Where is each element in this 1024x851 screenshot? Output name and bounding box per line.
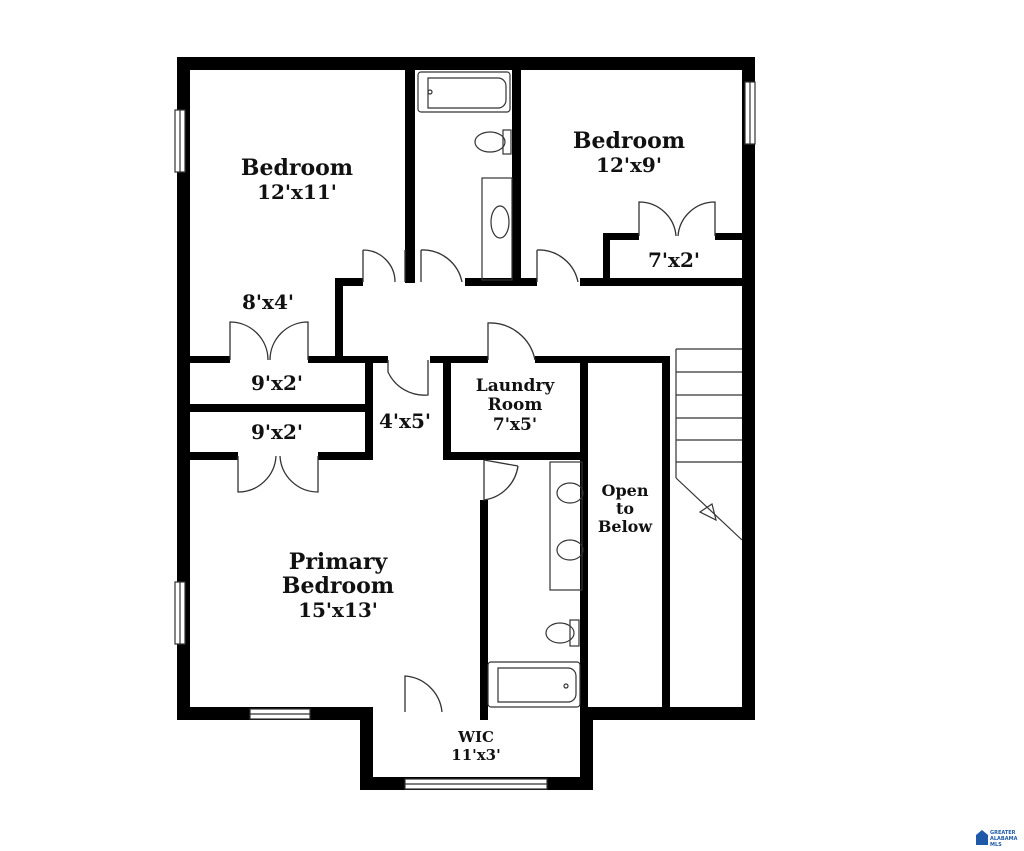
logo-line3: MLS	[990, 842, 1002, 848]
doors	[229, 201, 716, 713]
laundry-name-line1: Laundry	[476, 376, 556, 396]
wic-name: WIC	[457, 728, 494, 746]
primary-name-line2: Bedroom	[282, 573, 394, 599]
mls-logo: GREATER ALABAMA MLS	[976, 830, 1018, 848]
bath-fixtures	[417, 71, 584, 708]
hall-small-size: 4'x5'	[379, 409, 431, 433]
closet-mid-2-size: 9'x2'	[251, 420, 303, 444]
bedroom-right-name: Bedroom	[573, 128, 685, 154]
primary-name-line1: Primary	[289, 549, 389, 575]
room-labels: Bedroom 12'x11' Bedroom 12'x9' 7'x2' 8'x…	[241, 128, 700, 764]
open-below-line2: to	[616, 499, 634, 518]
bedroom-left-size: 12'x11'	[257, 180, 337, 204]
wic-size: 11'x3'	[451, 746, 500, 764]
closet-mid-1-size: 9'x2'	[251, 371, 303, 395]
logo-line2: ALABAMA	[990, 836, 1018, 842]
closet-top-left-size: 8'x4'	[242, 290, 294, 314]
laundry-name-line2: Room	[488, 395, 543, 415]
house-icon	[976, 830, 988, 845]
open-below-line3: Below	[598, 517, 653, 536]
laundry-size: 7'x5'	[493, 415, 537, 435]
open-below-line1: Open	[602, 481, 649, 500]
primary-size: 15'x13'	[298, 598, 378, 622]
closet-right-size: 7'x2'	[648, 248, 700, 272]
windows	[174, 81, 756, 790]
bedroom-right-size: 12'x9'	[596, 153, 662, 177]
stairs	[675, 348, 743, 541]
interior-walls	[190, 70, 745, 720]
logo-line1: GREATER	[990, 830, 1016, 836]
bedroom-left-name: Bedroom	[241, 155, 353, 181]
